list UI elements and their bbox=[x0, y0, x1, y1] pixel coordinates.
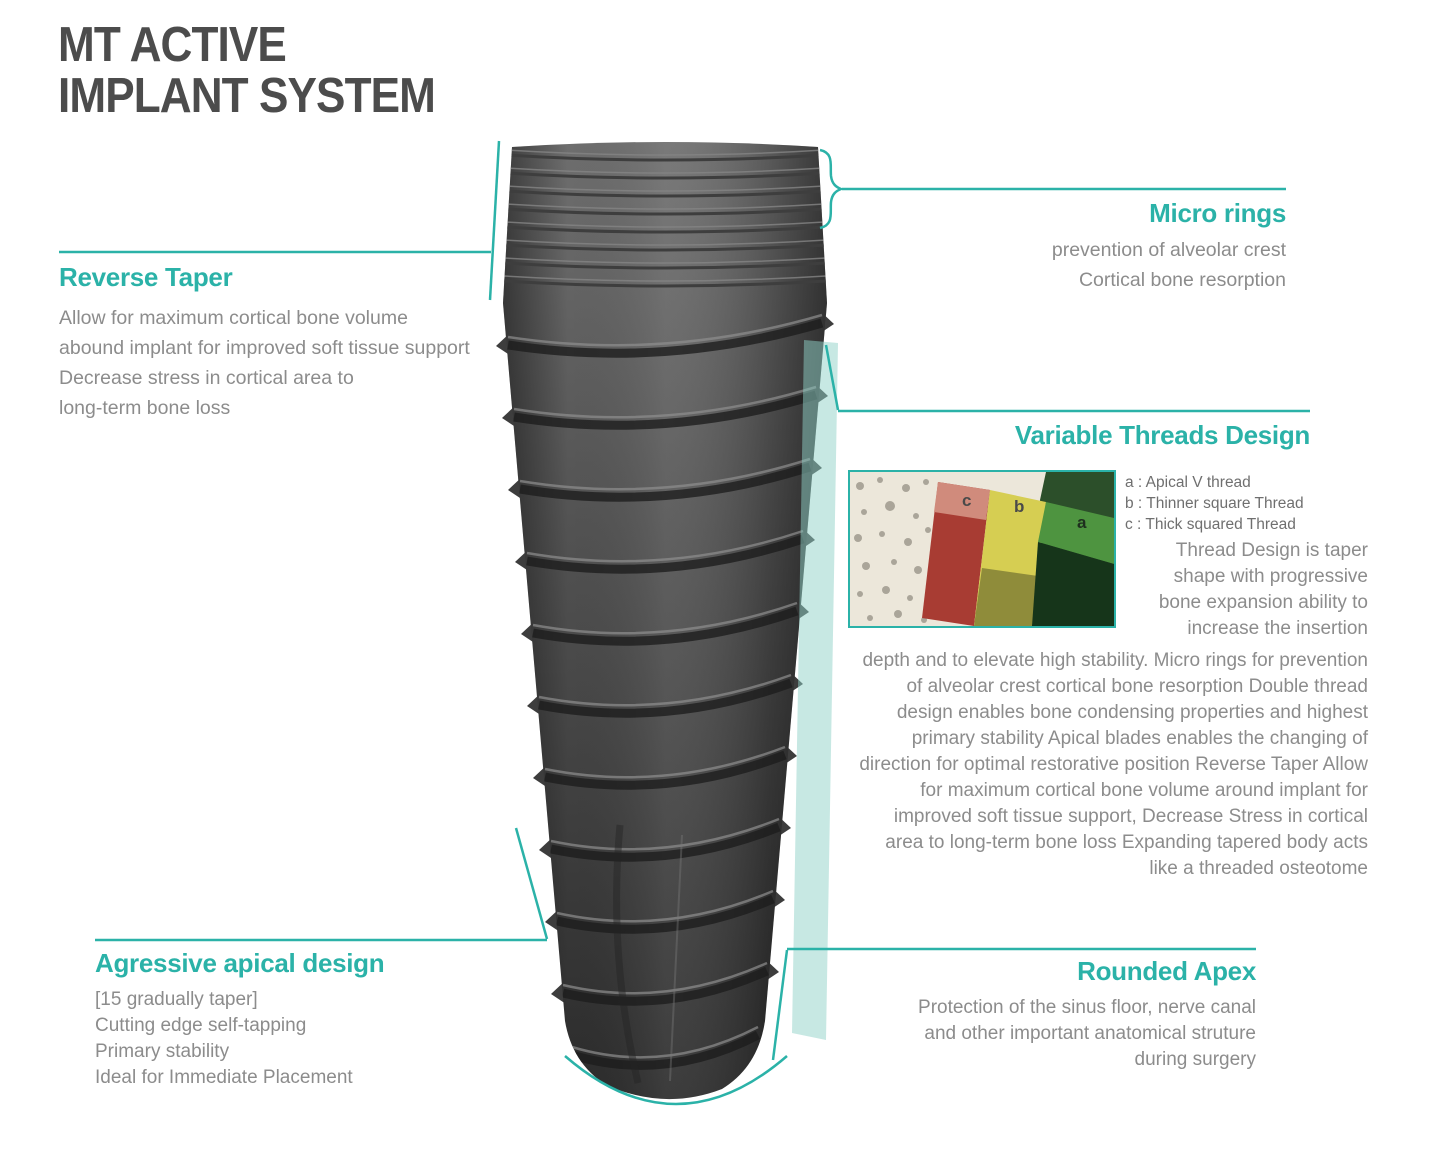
title-line-2: IMPLANT SYSTEM bbox=[58, 68, 436, 123]
text-line: Cortical bone resorption bbox=[1078, 269, 1286, 291]
text-line: long-term bone loss bbox=[59, 397, 231, 419]
apical-design-heading: Agressive apical design bbox=[95, 948, 385, 978]
text-line: and other important anatomical struture bbox=[924, 1023, 1256, 1044]
legend-line: a : Apical V thread bbox=[1125, 474, 1251, 491]
micro-rings-text: prevention of alveolar crest Cortical bo… bbox=[886, 235, 1286, 295]
implant-shading bbox=[503, 142, 827, 1100]
apical-design-text: [15 gradually taper] Cutting edge self-t… bbox=[95, 987, 535, 1091]
micro-rings-grooves bbox=[503, 149, 827, 288]
label-a: a bbox=[1077, 513, 1087, 532]
text-line: [15 gradually taper] bbox=[95, 989, 258, 1010]
reverse-taper-annotation: Reverse Taper Allow for maximum cortical… bbox=[59, 262, 529, 423]
rounded-apex-heading: Rounded Apex bbox=[1077, 956, 1256, 986]
reverse-taper-heading: Reverse Taper bbox=[59, 262, 233, 292]
rounded-apex-annotation: Rounded Apex Protection of the sinus flo… bbox=[800, 956, 1256, 1073]
legend-line: b : Thinner square Thread bbox=[1125, 495, 1304, 512]
apical-design-annotation: Agressive apical design [15 gradually ta… bbox=[95, 948, 535, 1091]
thread-blocks bbox=[922, 472, 1114, 626]
thread-design-diagram: c b a bbox=[850, 472, 1114, 626]
title-line-1: MT ACTIVE bbox=[58, 18, 287, 72]
implant-illustration bbox=[496, 142, 838, 1100]
text-line: Protection of the sinus floor, nerve can… bbox=[918, 997, 1256, 1018]
thread-legend: a : Apical V thread b : Thinner square T… bbox=[1125, 472, 1304, 535]
thread-highlight-strip bbox=[792, 340, 838, 1040]
reverse-taper-text: Allow for maximum cortical bone volume a… bbox=[59, 303, 529, 423]
text-line: during surgery bbox=[1134, 1049, 1256, 1070]
text-line: increase the insertion bbox=[1187, 618, 1368, 639]
apical-flute bbox=[613, 824, 642, 1084]
label-c: c bbox=[962, 491, 971, 510]
thread-design-inset-image: c b a bbox=[848, 470, 1116, 628]
bone-texture bbox=[854, 477, 934, 623]
page-title: MT ACTIVE IMPLANT SYSTEM bbox=[58, 18, 436, 123]
text-line: Primary stability bbox=[95, 1041, 230, 1062]
thread-paragraph-rest: depth and to elevate high stability. Mic… bbox=[859, 650, 1368, 879]
text-line: Ideal for Immediate Placement bbox=[95, 1067, 353, 1088]
apical-flute-highlight bbox=[669, 834, 683, 1082]
legend-line: c : Thick squared Thread bbox=[1125, 516, 1296, 533]
variable-threads-heading: Variable Threads Design bbox=[1014, 420, 1310, 450]
text-line: Allow for maximum cortical bone volume bbox=[59, 307, 408, 329]
micro-rings-heading: Micro rings bbox=[1149, 198, 1286, 228]
variable-threads-annotation: Variable Threads Design bbox=[830, 420, 1310, 451]
text-line: prevention of alveolar crest bbox=[1051, 239, 1286, 261]
text-line: shape with progressive bbox=[1173, 566, 1368, 587]
label-b: b bbox=[1014, 497, 1024, 516]
thread-paragraph-top: Thread Design is taper shape with progre… bbox=[1118, 538, 1368, 642]
rounded-apex-text: Protection of the sinus floor, nerve can… bbox=[800, 995, 1256, 1073]
text-line: Thread Design is taper bbox=[1175, 540, 1368, 561]
text-line: Cutting edge self-tapping bbox=[95, 1015, 307, 1036]
micro-rings-annotation: Micro rings prevention of alveolar crest… bbox=[886, 198, 1286, 295]
text-line: bone expansion ability to bbox=[1158, 592, 1368, 613]
text-line: abound implant for improved soft tissue … bbox=[59, 337, 470, 359]
text-line: Decrease stress in cortical area to bbox=[59, 367, 354, 389]
